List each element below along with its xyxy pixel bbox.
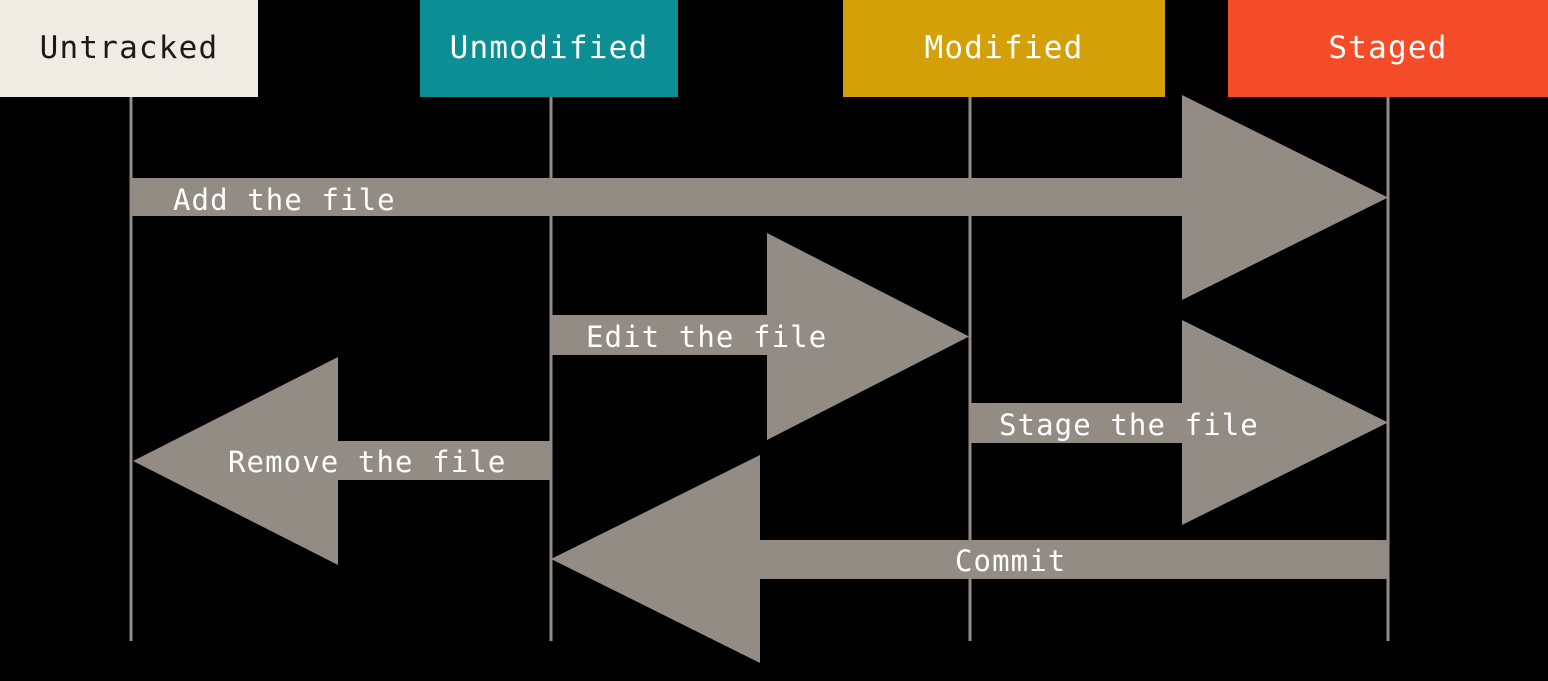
arrow-label-add-the-file: Add the file	[173, 183, 396, 217]
state-box-untracked[interactable]: Untracked	[0, 0, 258, 97]
arrow-label-edit-the-file: Edit the file	[586, 320, 828, 354]
arrow-head	[1182, 320, 1388, 525]
arrow-add-the-file	[131, 95, 1388, 300]
state-label: Unmodified	[449, 30, 649, 66]
arrow-shaft	[338, 441, 551, 480]
state-box-unmodified[interactable]: Unmodified	[420, 0, 678, 97]
arrow-edit-the-file	[551, 233, 969, 440]
arrows-group	[131, 95, 1388, 663]
state-label: Staged	[1328, 30, 1448, 66]
arrow-stage-the-file	[970, 320, 1388, 525]
arrow-label-commit: Commit	[955, 544, 1067, 578]
state-label: Modified	[924, 30, 1084, 66]
arrow-head	[767, 233, 969, 440]
arrow-head	[1182, 95, 1388, 300]
arrow-shaft	[760, 540, 1388, 579]
arrow-shaft	[551, 315, 767, 355]
arrow-label-remove-the-file: Remove the file	[228, 445, 507, 479]
arrow-head	[133, 357, 338, 565]
arrow-shaft	[970, 403, 1182, 443]
arrow-shaft	[131, 178, 1182, 216]
state-box-staged[interactable]: Staged	[1228, 0, 1548, 97]
arrow-head	[551, 455, 760, 663]
arrow-commit	[551, 455, 1388, 663]
arrow-remove-the-file	[133, 357, 551, 565]
state-label: Untracked	[39, 30, 219, 66]
state-box-modified[interactable]: Modified	[843, 0, 1165, 97]
arrow-label-stage-the-file: Stage the file	[999, 408, 1259, 442]
